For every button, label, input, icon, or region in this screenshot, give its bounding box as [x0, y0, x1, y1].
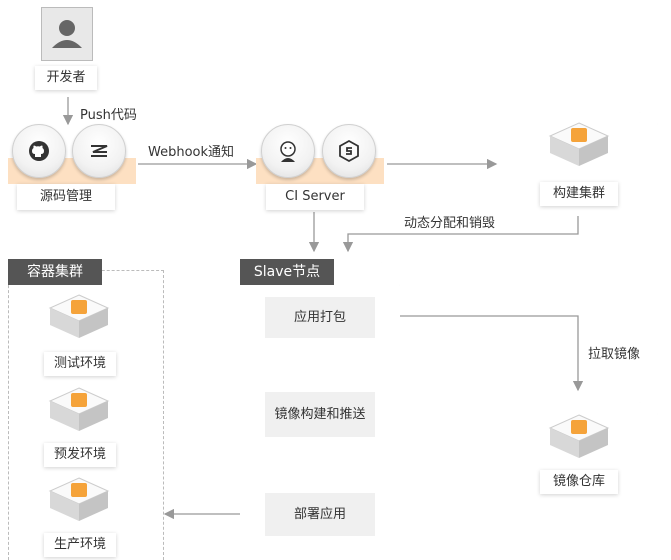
cube-icon	[48, 387, 110, 431]
step-deploy: 部署应用	[265, 493, 375, 536]
slave-node-title: Slave节点	[240, 259, 334, 285]
build-cluster-label: 构建集群	[540, 182, 618, 206]
gitlab-node	[72, 124, 126, 178]
env-test-label: 测试环境	[44, 352, 116, 376]
pull-image-label: 拉取镜像	[588, 347, 641, 362]
registry-card: 镜像仓库	[500, 402, 658, 504]
code-repo-icon	[91, 145, 108, 157]
webhook-label: Webhook通知	[148, 145, 235, 160]
cube-icon	[48, 294, 110, 338]
pull-image-arrow	[380, 315, 584, 392]
source-label: 源码管理	[17, 184, 115, 210]
step-package: 应用打包	[265, 297, 375, 338]
step-image-build-push: 镜像构建和推送	[265, 392, 375, 437]
github-icon	[29, 141, 49, 161]
jenkins-icon	[280, 141, 296, 162]
build-cluster-card: 构建集群	[500, 112, 658, 216]
registry-label: 镜像仓库	[540, 470, 618, 494]
cube-icon	[48, 477, 110, 521]
push-label: Push代码	[80, 108, 137, 123]
user-icon	[52, 20, 82, 48]
container-cluster-title: 容器集群	[8, 259, 102, 285]
dynamic-label: 动态分配和销毁	[404, 216, 496, 231]
github-node	[12, 124, 66, 178]
developer-label: 开发者	[35, 66, 97, 90]
dynamic-arrow	[342, 214, 579, 253]
ci-tool-node	[322, 124, 376, 178]
developer-avatar	[41, 7, 93, 61]
env-staging-label: 预发环境	[44, 443, 116, 467]
hexagon-s-icon	[339, 139, 359, 163]
cube-icon	[548, 122, 610, 166]
cube-icon	[548, 414, 610, 458]
env-prod-label: 生产环境	[44, 533, 116, 557]
jenkins-node	[261, 124, 315, 178]
ci-label: CI Server	[266, 184, 364, 210]
